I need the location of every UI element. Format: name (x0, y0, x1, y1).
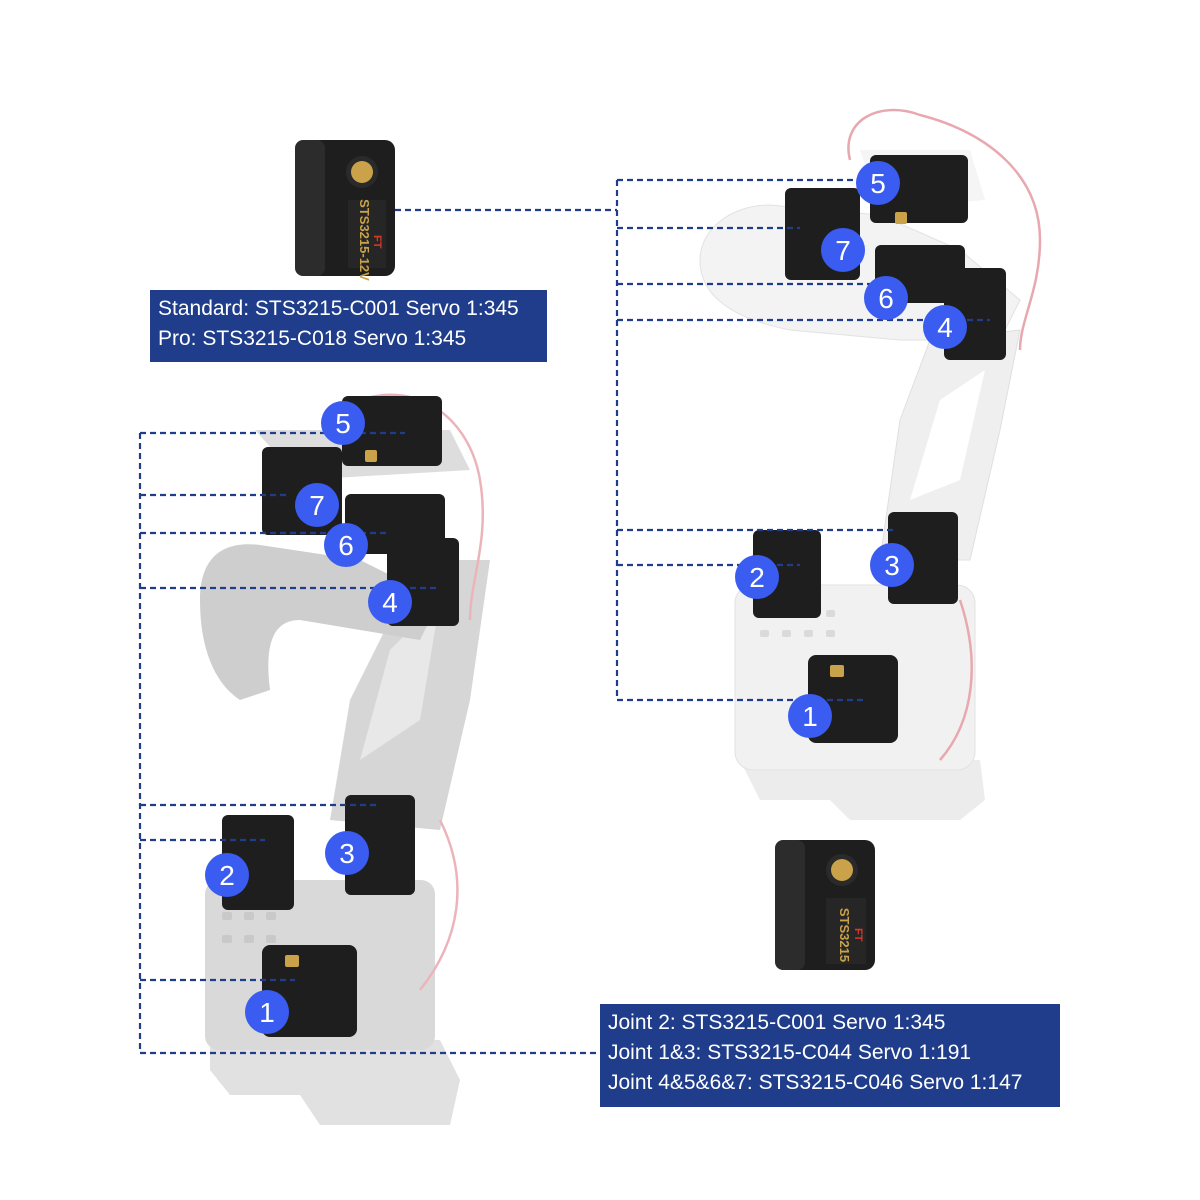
right-badge-5: 5 (870, 168, 886, 199)
servo-top-brand: FT (371, 235, 383, 249)
left-badge-6: 6 (338, 530, 354, 561)
left-badge-7: 7 (309, 490, 325, 521)
right-badge-2: 2 (749, 562, 765, 593)
left-arm-badges: 5 7 6 4 3 2 1 (205, 401, 412, 1034)
joint-servo-label: Joint 2: STS3215-C001 Servo 1:345 Joint … (600, 1004, 1060, 1107)
servo-photo-top: STS3215-12V FT (295, 140, 395, 281)
left-badge-4: 4 (382, 587, 398, 618)
right-arm-badges: 5 7 6 4 2 3 1 (735, 161, 967, 738)
left-badge-5: 5 (335, 408, 351, 439)
top-servo-label: Standard: STS3215-C001 Servo 1:345 Pro: … (150, 290, 547, 362)
left-badge-1: 1 (259, 997, 275, 1028)
top-label-line-2: Pro: STS3215-C018 Servo 1:345 (158, 327, 467, 350)
right-badge-6: 6 (878, 283, 894, 314)
left-badge-3: 3 (339, 838, 355, 869)
right-badge-1: 1 (802, 701, 818, 732)
right-badge-4: 4 (937, 312, 953, 343)
joint-label-line-1: Joint 2: STS3215-C001 Servo 1:345 (608, 1011, 946, 1034)
top-label-line-1: Standard: STS3215-C001 Servo 1:345 (158, 297, 519, 320)
servo-bottom-model-text: STS3215 (837, 908, 852, 962)
servo-bottom-brand: FT (852, 928, 864, 942)
joint-label-line-2: Joint 1&3: STS3215-C044 Servo 1:191 (608, 1041, 972, 1064)
left-badge-2: 2 (219, 860, 235, 891)
servo-top-model-text: STS3215-12V (357, 199, 372, 281)
joint-label-line-3: Joint 4&5&6&7: STS3215-C046 Servo 1:147 (608, 1071, 1023, 1094)
servo-photo-bottom: STS3215 FT (775, 840, 875, 970)
right-badge-7: 7 (835, 235, 851, 266)
right-badge-3: 3 (884, 550, 900, 581)
